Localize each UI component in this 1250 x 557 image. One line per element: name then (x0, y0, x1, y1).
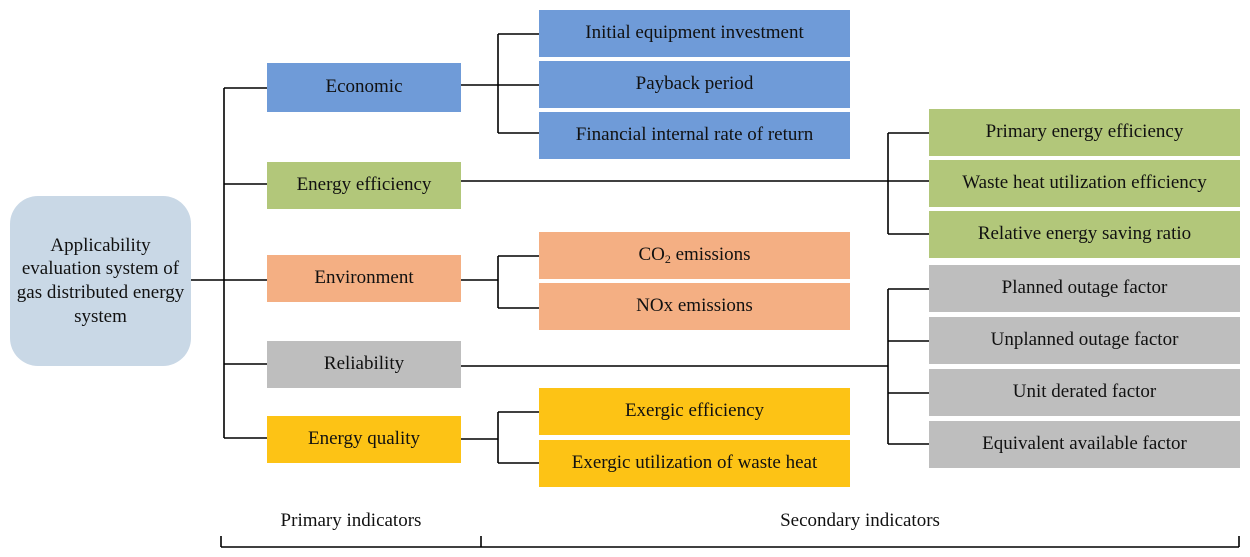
secondary-environment-co2: CO2 emissions (539, 232, 850, 279)
co2-subscript: 2 (664, 252, 671, 267)
primary-reliability-label: Reliability (323, 353, 405, 375)
secondary-energy-quality-1: Exergic efficiency (539, 388, 850, 435)
secondary-reliability-4: Equivalent available factor (929, 421, 1240, 468)
secondary-label: Waste heat utilization efficiency (962, 172, 1207, 194)
secondary-label: Payback period (635, 73, 754, 95)
secondary-label: Exergic efficiency (624, 400, 765, 422)
secondary-label: Primary energy efficiency (985, 121, 1184, 143)
secondary-environment-nox: NOx emissions (539, 283, 850, 330)
secondary-label: Unplanned outage factor (990, 329, 1179, 351)
secondary-label: Unit derated factor (1012, 381, 1157, 403)
secondary-energy-quality-2: Exergic utilization of waste heat (539, 440, 850, 487)
primary-energy-quality: Energy quality (267, 416, 461, 463)
secondary-label: Exergic utilization of waste heat (571, 452, 818, 474)
secondary-reliability-1: Planned outage factor (929, 265, 1240, 312)
secondary-energy-efficiency-2: Waste heat utilization efficiency (929, 160, 1240, 207)
primary-environment: Environment (267, 255, 461, 302)
root-label: Applicability evaluation system of gas d… (16, 234, 185, 327)
co2-label: CO2 emissions (638, 244, 750, 267)
secondary-label: Financial internal rate of return (575, 124, 814, 146)
secondary-economic-1: Initial equipment investment (539, 10, 850, 57)
secondary-reliability-3: Unit derated factor (929, 369, 1240, 416)
primary-energy-quality-label: Energy quality (307, 428, 421, 450)
secondary-label: Relative energy saving ratio (977, 223, 1192, 245)
primary-indicators-label: Primary indicators (280, 510, 422, 531)
secondary-label: Planned outage factor (1001, 277, 1168, 299)
primary-environment-label: Environment (314, 267, 414, 289)
secondary-label: NOx emissions (636, 295, 753, 317)
primary-economic-label: Economic (325, 76, 403, 98)
secondary-economic-3: Financial internal rate of return (539, 112, 850, 159)
secondary-label: Initial equipment investment (585, 22, 804, 44)
primary-energy-efficiency: Energy efficiency (267, 162, 461, 209)
secondary-reliability-2: Unplanned outage factor (929, 317, 1240, 364)
secondary-energy-efficiency-1: Primary energy efficiency (929, 109, 1240, 156)
primary-economic: Economic (267, 63, 461, 112)
secondary-indicators-label: Secondary indicators (780, 510, 940, 531)
secondary-energy-efficiency-3: Relative energy saving ratio (929, 211, 1240, 258)
root-node: Applicability evaluation system of gas d… (10, 196, 191, 366)
co2-rest: emissions (670, 244, 751, 266)
secondary-label: Equivalent available factor (982, 433, 1187, 455)
primary-reliability: Reliability (267, 341, 461, 388)
primary-energy-efficiency-label: Energy efficiency (296, 174, 432, 196)
co2-main: CO (638, 244, 665, 266)
secondary-economic-2: Payback period (539, 61, 850, 108)
